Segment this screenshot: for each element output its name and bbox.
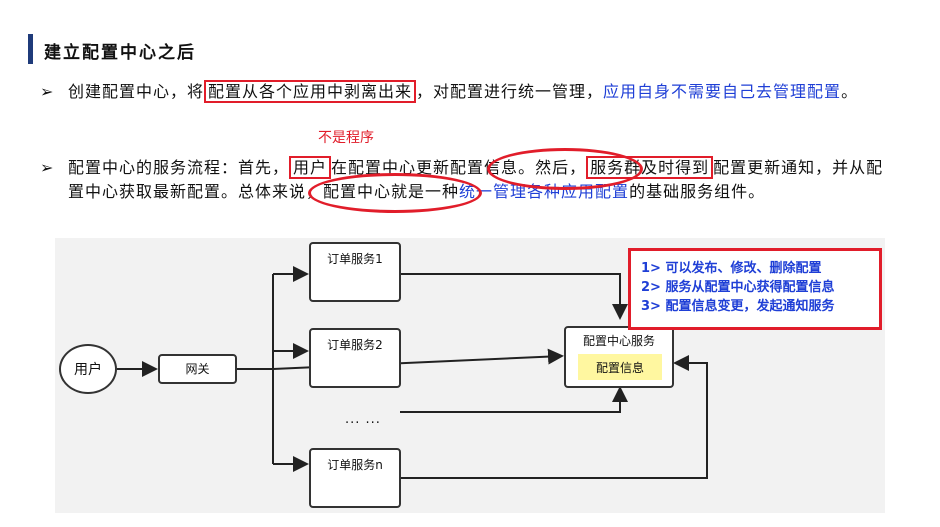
p2-text-e: 。然后， (518, 158, 587, 177)
bullet-marker-2: ➢ (40, 158, 54, 177)
p2-blue-text: 统一管理各种应用配置 (459, 182, 630, 201)
gateway-node: 网关 (158, 354, 237, 384)
config-center-node: 配置中心服务 配置信息 (564, 326, 674, 388)
config-info-doc: 配置信息 (578, 354, 662, 380)
p2-highlight-services: 服务群及时得到 (586, 156, 714, 179)
p1-text-a: 创建配置中心，将 (68, 82, 205, 101)
note-line-3: 3> 配置信息变更，发起通知服务 (641, 299, 835, 314)
service-ellipsis: ... ... (345, 412, 381, 427)
user-node: 用户 (59, 344, 117, 394)
p1-text-c: ，对配置进行统一管理， (416, 82, 604, 101)
notes-box: 1> 可以发布、修改、删除配置 2> 服务从配置中心获得配置信息 3> 配置信息… (628, 248, 882, 330)
note-line-1: 1> 可以发布、修改、删除配置 (641, 261, 822, 276)
service-node-2: 订单服务2 (309, 328, 401, 388)
p2-highlight-fetch: 获取最新配置 (119, 182, 222, 201)
p2-text-c: 在配置中心 (331, 158, 417, 177)
paragraph-2: 配置中心的服务流程：首先，用户在配置中心更新配置信息。然后，服务群及时得到配置更… (68, 156, 888, 204)
title-accent-bar (28, 34, 33, 64)
p2-text-a: 配置中心的服务流程：首先， (68, 158, 290, 177)
service-node-1: 订单服务1 (309, 242, 401, 302)
p1-highlight-separate: 配置从各个应用中剥离出来 (204, 80, 417, 103)
handwritten-annotation: 不是程序 (318, 130, 374, 146)
p2-text-g: 配置更新通知，并从配置中心 (68, 158, 884, 201)
config-center-label: 配置中心服务 (582, 334, 655, 348)
architecture-diagram: 用户 网关 订单服务1 订单服务2 ... ... 订单服务n 配置中心服务 配… (55, 238, 885, 513)
service-label-2: 订单服务2 (327, 338, 383, 352)
p2-text-i: 。总体来说，配置中心就是一种 (221, 182, 460, 201)
service-label-1: 订单服务1 (327, 252, 383, 266)
page-title: 建立配置中心之后 (44, 43, 196, 63)
p2-highlight-update: 更新配置信息 (416, 158, 519, 177)
p1-text-e: 。 (841, 82, 859, 101)
p2-highlight-user: 用户 (289, 156, 332, 179)
diagram-connectors (117, 266, 708, 479)
p2-text-k: 的基础服务组件。 (629, 182, 766, 201)
note-line-2: 2> 服务从配置中心获得配置信息 (641, 280, 835, 295)
bullet-marker-1: ➢ (40, 82, 54, 101)
service-label-n: 订单服务n (327, 458, 383, 472)
paragraph-1: 创建配置中心，将配置从各个应用中剥离出来，对配置进行统一管理，应用自身不需要自己… (68, 80, 888, 104)
service-node-n: 订单服务n (309, 448, 401, 508)
p1-blue-text: 应用自身不需要自己去管理配置 (603, 82, 842, 101)
